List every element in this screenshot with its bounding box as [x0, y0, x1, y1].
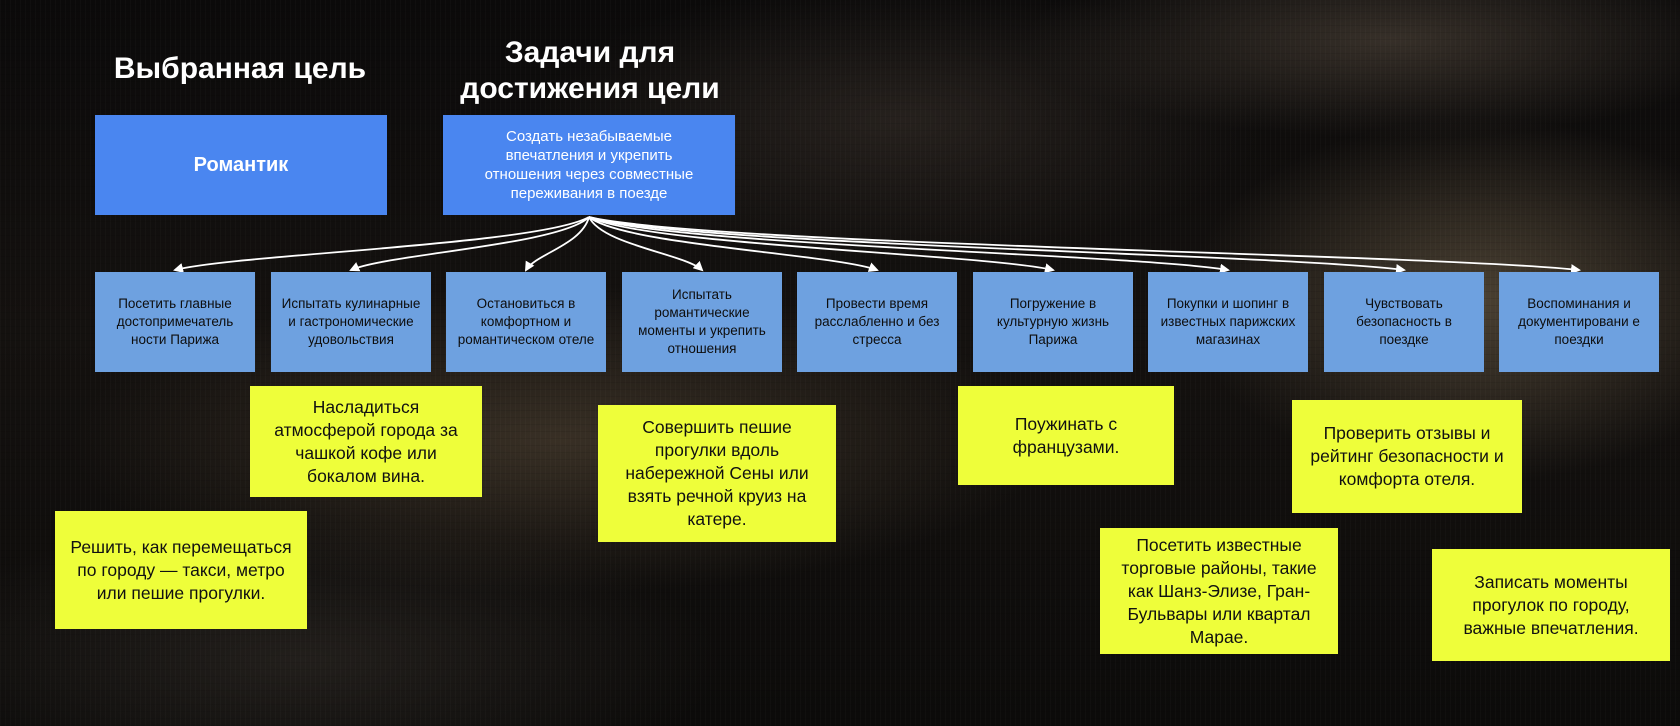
- subtask-label: Посетить главные достопримечатель ности …: [116, 296, 234, 347]
- subtask-label: Испытать кулинарные и гастрономические у…: [281, 296, 421, 347]
- sticky-note: Проверить отзывы и рейтинг безопасности …: [1292, 400, 1522, 513]
- note-text: Записать моменты прогулок по городу, важ…: [1463, 571, 1639, 638]
- connector-arrow: [173, 216, 590, 273]
- main-task-label: Создать незабываемые впечатления и укреп…: [484, 128, 694, 202]
- connector-arrow: [588, 216, 879, 272]
- subtask-box: Погружение в культурную жизнь Парижа: [973, 272, 1133, 372]
- goal-label: Романтик: [193, 153, 289, 176]
- note-text: Решить, как перемещаться по городу — так…: [70, 536, 292, 603]
- connector-arrow: [588, 216, 1406, 274]
- note-text: Посетить известные торговые районы, таки…: [1121, 534, 1317, 647]
- sticky-note: Совершить пешие прогулки вдоль набережно…: [598, 405, 836, 542]
- subtask-label: Испытать романтические моменты и укрепит…: [638, 287, 766, 356]
- note-text: Насладиться атмосферой города за чашкой …: [274, 396, 458, 486]
- subtask-label: Воспоминания и документировани е поездки: [1518, 296, 1640, 347]
- subtask-label: Покупки и шопинг в известных парижских м…: [1160, 296, 1296, 347]
- subtask-label: Чувствовать безопасность в поездке: [1356, 296, 1452, 347]
- subtask-label: Погружение в культурную жизнь Парижа: [996, 296, 1110, 347]
- note-text: Совершить пешие прогулки вдоль набережно…: [625, 417, 809, 529]
- subtask-box: Покупки и шопинг в известных парижских м…: [1148, 272, 1308, 372]
- subtask-box: Остановиться в комфортном и романтическо…: [446, 272, 606, 372]
- goal-box: Романтик: [95, 115, 387, 215]
- note-text: Проверить отзывы и рейтинг безопасности …: [1310, 423, 1504, 489]
- sticky-note: Решить, как перемещаться по городу — так…: [55, 511, 307, 629]
- connector-arrow: [524, 216, 590, 272]
- subtask-box: Испытать романтические моменты и укрепит…: [622, 272, 782, 372]
- main-task-box: Создать незабываемые впечатления и укреп…: [443, 115, 735, 215]
- subtask-box: Испытать кулинарные и гастрономические у…: [271, 272, 431, 372]
- goal-heading: Выбранная цель: [113, 52, 367, 85]
- sticky-note: Насладиться атмосферой города за чашкой …: [250, 386, 482, 497]
- subtask-box: Воспоминания и документировани е поездки: [1499, 272, 1659, 372]
- connector-arrow: [349, 216, 590, 272]
- connector-arrow: [588, 216, 1581, 275]
- sticky-note: Посетить известные торговые районы, таки…: [1100, 528, 1338, 654]
- sticky-note: Записать моменты прогулок по городу, важ…: [1432, 549, 1670, 661]
- connector-arrow: [588, 216, 1230, 274]
- connector-arrow: [588, 216, 1055, 274]
- tasks-heading: Задачи для достижения цели: [460, 36, 720, 105]
- connector-arrow: [588, 216, 704, 272]
- subtask-box: Провести время расслабленно и без стресс…: [797, 272, 957, 372]
- sticky-note: Поужинать с французами.: [958, 386, 1174, 485]
- note-text: Поужинать с французами.: [1012, 413, 1120, 457]
- subtask-label: Провести время расслабленно и без стресс…: [814, 296, 940, 347]
- subtask-box: Чувствовать безопасность в поездке: [1324, 272, 1484, 372]
- subtask-label: Остановиться в комфортном и романтическо…: [457, 296, 595, 347]
- subtask-box: Посетить главные достопримечатель ности …: [95, 272, 255, 372]
